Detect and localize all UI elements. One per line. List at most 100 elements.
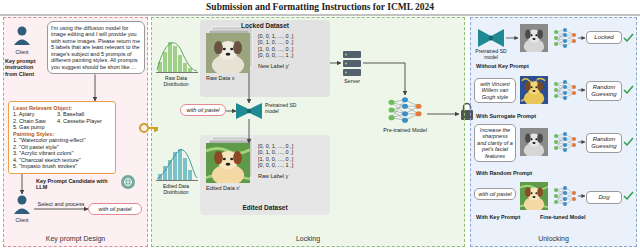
node-text: with oil pastel xyxy=(477,191,513,197)
panel: Key prompt Design Client I'm using the dif… xyxy=(3,17,148,247)
node-text: [0, 0, 1, ..., 0 ,] xyxy=(258,33,326,39)
model-icon: Pretrained SD model xyxy=(236,103,262,119)
server-light xyxy=(345,72,347,74)
row-label: With Key Prompt xyxy=(476,214,536,220)
connector-label: Select and process xyxy=(38,201,85,207)
node-text: 3. "Acrylic vibrant colors" xyxy=(13,150,111,156)
instruction-bubble: I'm using the diffusion model for image … xyxy=(47,21,145,74)
sd-model-icon xyxy=(478,29,504,47)
node-text: [1, 0, 0, ..., 0 ,] xyxy=(258,46,326,52)
node-text: Pretrained SD model xyxy=(265,103,305,115)
llm-icon-mark xyxy=(125,179,132,186)
prompt-bubble: with oil pastel xyxy=(474,188,516,200)
network-icon xyxy=(554,186,576,206)
server-light xyxy=(345,63,347,65)
panel-heading: Key prompt Design xyxy=(4,235,147,243)
client-head xyxy=(18,196,27,205)
prompt-bubble: with Vincent Willem van Gogh style xyxy=(474,78,516,103)
model-label: Fine-tuned Model xyxy=(540,214,610,220)
node-text: 5. "Impasto brush strokes" xyxy=(13,163,111,169)
output-box: Locked xyxy=(586,31,622,44)
network-icon xyxy=(554,28,576,48)
dataset-fill xyxy=(200,20,330,97)
node-text: [0, 0, 0, ..., 1 ,] xyxy=(258,52,326,58)
client-body xyxy=(14,40,30,46)
server-icon xyxy=(343,69,361,76)
histogram-bar xyxy=(178,55,182,72)
flow-connector xyxy=(249,73,250,103)
generated-photo xyxy=(520,24,548,54)
generated-photo xyxy=(520,182,548,212)
dataset-region: Locked DatasetRaw Data x[0, 0, 1, ..., 0… xyxy=(200,20,330,97)
node-text: Client xyxy=(10,218,34,224)
flow-connector xyxy=(95,74,96,101)
key-icon xyxy=(148,128,158,132)
sd-model-icon xyxy=(236,103,262,119)
node-text: [0, 1, 0, ..., 0 ,] xyxy=(258,149,326,155)
node-text: [0, 0, 0, ..., 1 ,] xyxy=(258,162,326,168)
page-title: Submission and Formatting Instructions f… xyxy=(0,2,640,13)
node-text: with oil pastel xyxy=(184,107,222,113)
flow-arrow xyxy=(578,142,585,143)
histogram-bar xyxy=(188,68,192,72)
node-text: Random Guessing xyxy=(589,84,619,98)
node-text: 2. Chain Saw xyxy=(13,118,55,124)
histogram-bar xyxy=(188,170,192,180)
node-text: [0, 1, 0, ..., 0 ,] xyxy=(258,39,326,45)
caption-note: Key Prompt Candidate with LLM xyxy=(36,178,116,191)
distribution-curve xyxy=(157,150,197,179)
check-mark xyxy=(624,86,633,93)
server-light xyxy=(345,54,347,56)
label-matrix: [0, 0, 1, ..., 0 ,][0, 1, 0, ..., 0 ,][1… xyxy=(258,33,326,69)
client-icon: Client xyxy=(10,194,34,224)
flow-connector xyxy=(34,209,88,210)
histogram-bar xyxy=(173,152,177,180)
server-icon: Server xyxy=(341,50,363,76)
model-icon: Pretrained SD model xyxy=(478,29,504,47)
network-icon xyxy=(554,132,576,152)
node-text: Dog xyxy=(589,194,619,201)
node-text: Edited Data x' xyxy=(206,185,240,191)
server-icon xyxy=(343,51,361,58)
model-icon: Pre-trained Model xyxy=(385,95,425,125)
output-box: Random Guessing xyxy=(586,133,622,153)
flow-connector xyxy=(226,111,236,112)
node-text: Increase the sharpness and clarity of a … xyxy=(477,127,513,159)
check-mark xyxy=(624,192,633,199)
node-text: [1, 0, 0, ..., 0 ,] xyxy=(258,156,326,162)
panel-fill xyxy=(470,17,637,247)
flow-connector xyxy=(22,174,23,194)
histogram-bar xyxy=(173,46,177,72)
panel-heading: Unlocking xyxy=(471,235,636,243)
client-icon: Client xyxy=(8,24,36,56)
node-text: Pretrained SD model xyxy=(472,49,510,61)
client-body xyxy=(14,209,30,215)
node-text: 4. Cassette Player xyxy=(57,118,111,124)
raw-dog-photo xyxy=(206,33,250,76)
node-text: with oil pastel xyxy=(92,206,138,212)
node-text: Server xyxy=(344,78,360,84)
node-text: 5. Gas pump xyxy=(13,124,55,130)
node-text: 1. "Watercolor painting-effect" xyxy=(13,137,111,143)
flow-arrow xyxy=(578,38,585,39)
key-icon xyxy=(140,124,148,132)
node-text: 4. "Charcoal sketch texture" xyxy=(13,157,111,163)
prompt-bubble: Increase the sharpness and clarity of a … xyxy=(474,124,516,162)
lock-icon xyxy=(461,110,473,120)
row-label: With Random Prompt xyxy=(476,170,566,176)
candidate-box: Least Relevant Object:1. Apiary3. Baseba… xyxy=(8,101,116,174)
flow-arrow xyxy=(427,114,459,115)
flow-connector xyxy=(249,119,250,143)
panel: Unlocking Pretrained SD model Locked with V… xyxy=(470,17,637,247)
node-text: 1. Apiary xyxy=(13,111,55,117)
row-label: Without Key Prompt xyxy=(476,63,566,69)
panel: LockingLocked DatasetRaw Data x[0, 0, 1,… xyxy=(151,17,465,247)
generated-photo xyxy=(520,128,548,158)
flow-arrow xyxy=(578,90,585,91)
histogram-bar xyxy=(183,158,187,180)
generated-photo xyxy=(520,76,548,106)
flow-arrow xyxy=(578,196,585,197)
chart-label: Edited Data Distribution xyxy=(153,184,199,196)
panel-heading: Locked Dataset xyxy=(200,22,330,30)
panel-fill xyxy=(151,17,465,247)
